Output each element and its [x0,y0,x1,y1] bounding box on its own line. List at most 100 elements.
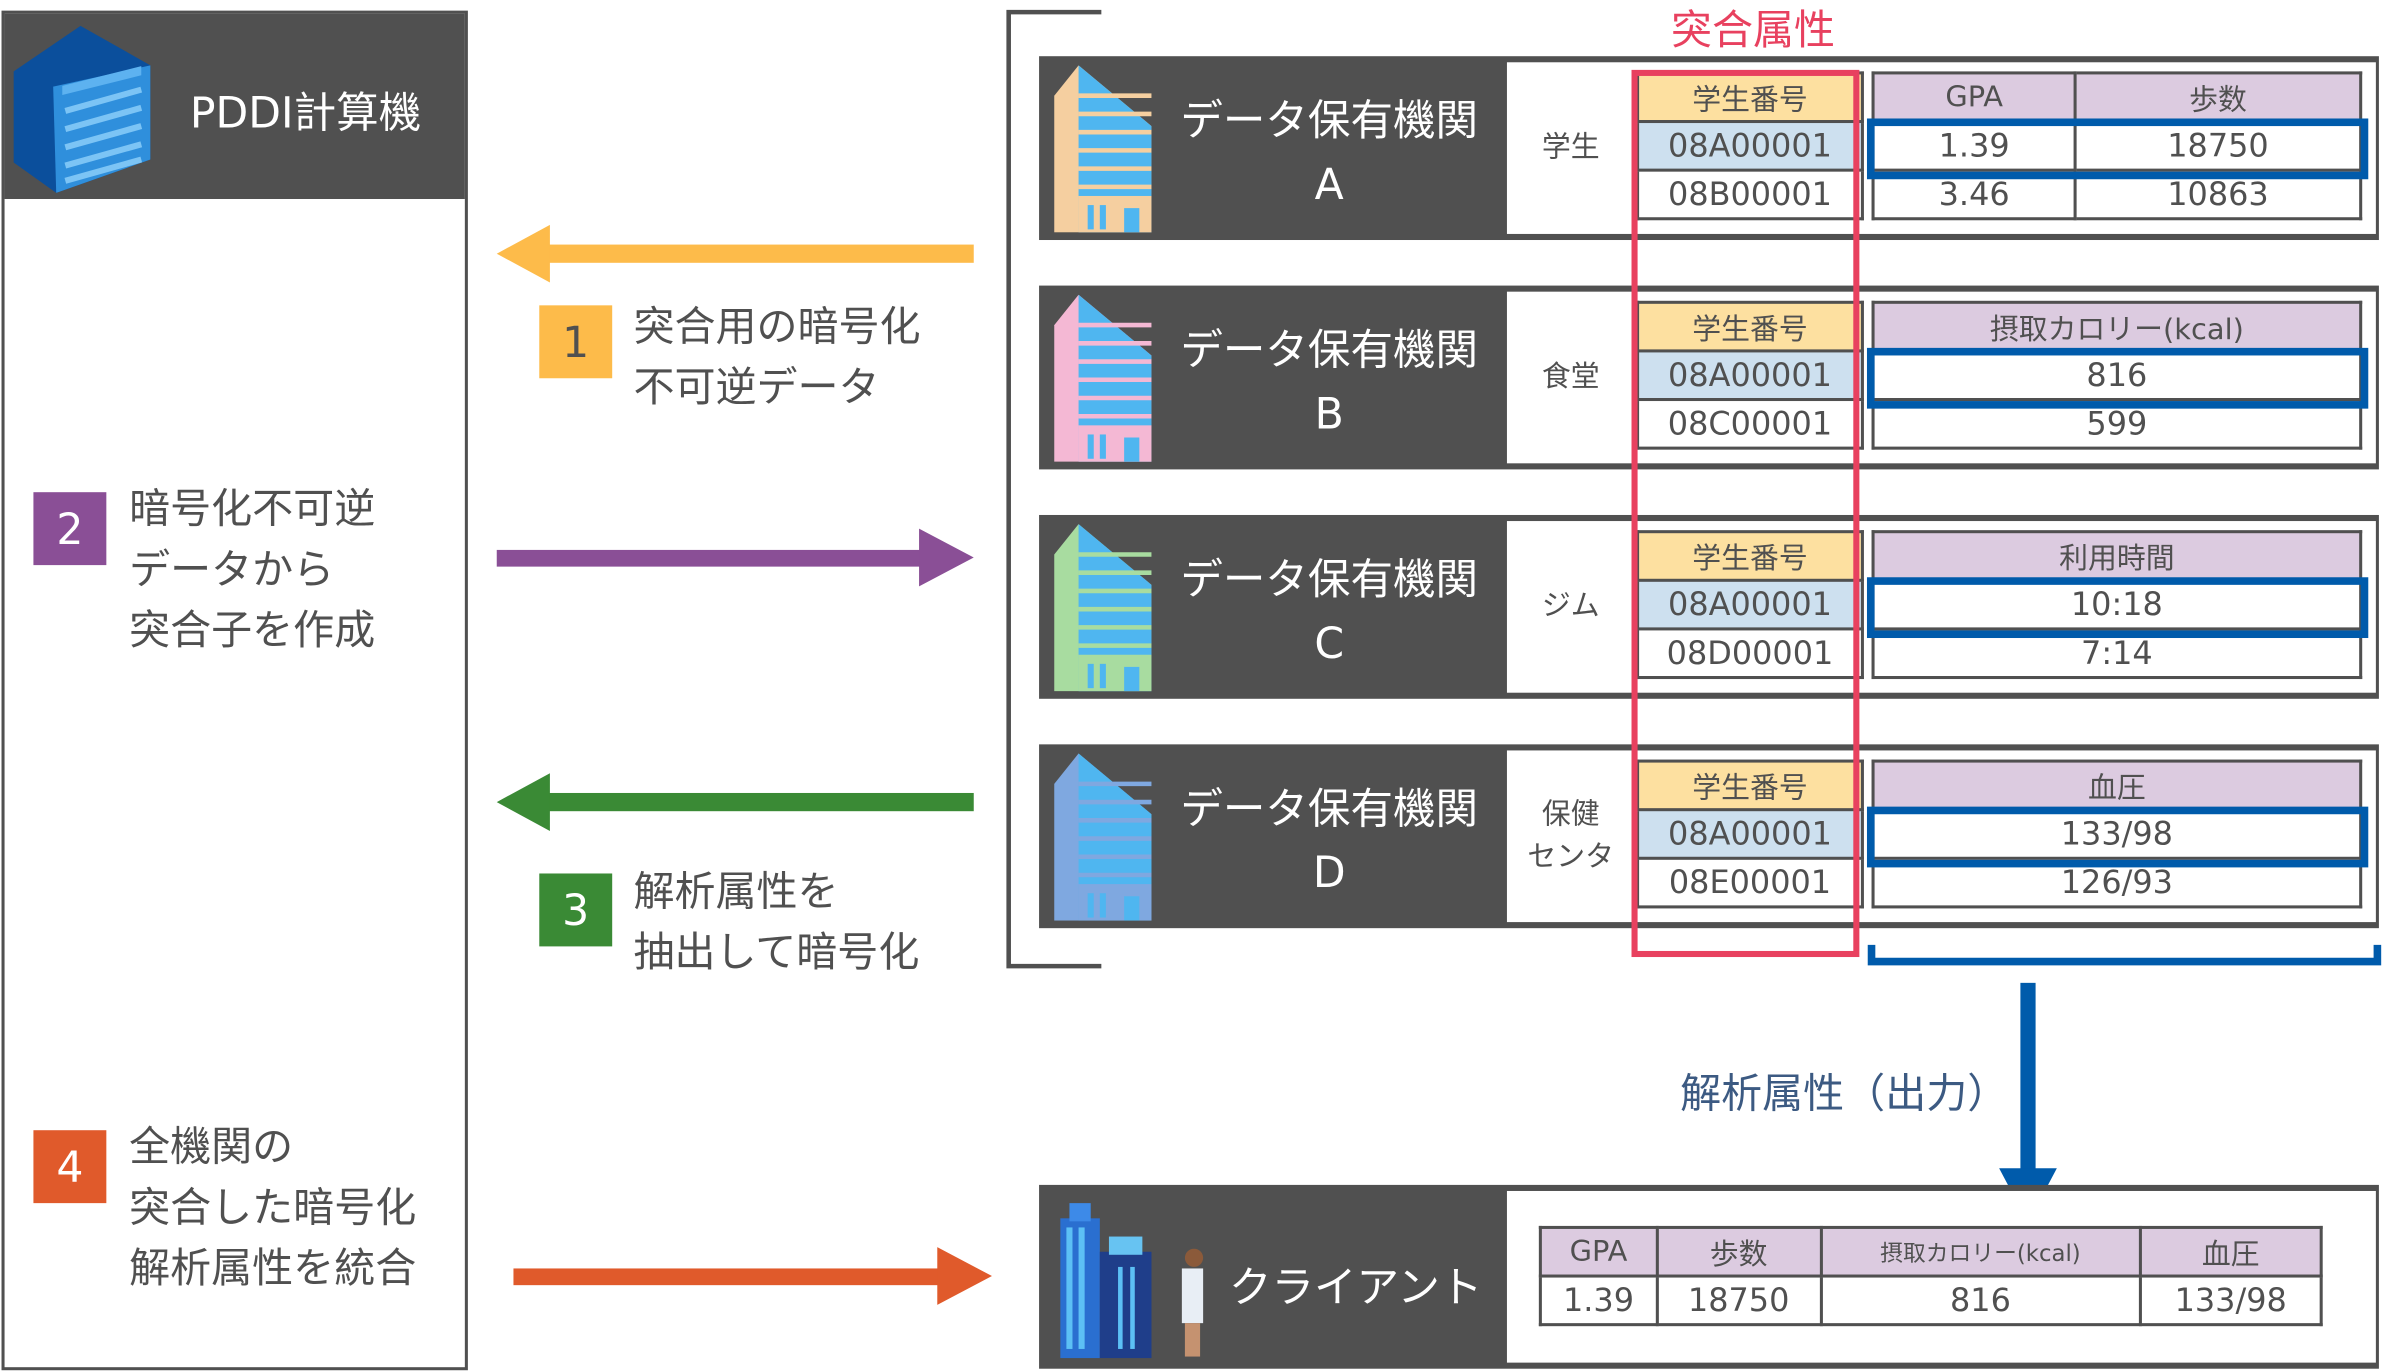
key-table: 学生番号 08A00001 08C00001 [1636,300,1864,450]
institution-title: データ保有機関 D [1161,778,1498,906]
header-cell: 歩数 [2073,71,2363,124]
key-table: 学生番号 08A00001 08D00001 [1636,530,1864,680]
table-row: 08A00001 [1636,349,1864,402]
value-cell: 816 [1819,1274,2142,1327]
step-4-badge: 4 [33,1130,107,1204]
table-row: 08E00001 [1636,856,1864,909]
step-1-line: 不可逆データ [633,364,880,412]
client-table: GPA 歩数 摂取カロリー(kcal) 血圧 1.39 18750 816 13… [1538,1225,2323,1327]
key-cell: 08A00001 [1636,120,1864,172]
key-cell: 08E00001 [1636,856,1864,909]
key-cell: 08D00001 [1636,627,1864,680]
step-3-line: 解析属性を [633,868,839,917]
step-4-line: 突合した暗号化 [129,1184,417,1232]
output-label: 解析属性（出力） [1680,1070,2009,1119]
institution-name: データ保有機関 [1180,783,1479,834]
table-row: 816 [1871,349,2363,402]
match-attribute-highlight [1631,69,1860,958]
institution-name: データ保有機関 [1180,325,1479,376]
table-row: 08A00001 [1636,120,1864,172]
table-row: 133/98 [1871,808,2363,860]
table-row: 08C00001 [1636,398,1864,450]
output-highlight-c [1866,577,2369,639]
header-cell: 血圧 [2138,1225,2323,1278]
key-cell: 08A00001 [1636,578,1864,631]
header-cell: 摂取カロリー(kcal) [1871,300,2363,353]
table-row: 1.39 18750 816 133/98 [1538,1274,2323,1327]
key-table: 学生番号 08A00001 08B00001 [1636,71,1864,221]
step-1-line: 突合用の暗号化 [633,303,921,351]
institutions-bracket [1006,9,1102,969]
step-2-line: 暗号化不可逆 [129,486,376,534]
header-cell: 歩数 [1655,1225,1823,1278]
table-header-row: 摂取カロリー(kcal) [1871,300,2363,353]
header-cell: GPA [1538,1225,1659,1278]
building-icon [1054,65,1152,233]
value-cell: 18750 [2073,120,2363,172]
table-header-row: 学生番号 [1636,759,1864,812]
institution-label: 食堂 [1513,355,1628,398]
table-row: 08D00001 [1636,627,1864,680]
value-cell: 1.39 [1871,120,2077,172]
client-row: クライアント GPA 歩数 摂取カロリー(kcal) 血圧 1.39 18750… [1039,1184,2379,1369]
client-building-icon [1060,1203,1204,1359]
institution-letter: A [1314,159,1344,210]
value-cell: 18750 [1655,1274,1823,1327]
institution-label-line: ジム [1541,589,1600,623]
institution-label: 学生 [1513,126,1628,169]
output-highlight-b [1866,347,2369,409]
table-header-row: GPA 歩数 摂取カロリー(kcal) 血圧 [1538,1225,2323,1278]
table-header-row: 学生番号 [1636,530,1864,582]
key-header-cell: 学生番号 [1636,530,1864,582]
step-3-line: 抽出して暗号化 [633,929,920,977]
key-cell: 08A00001 [1636,808,1864,860]
output-highlight-a [1866,118,2369,180]
step-3-badge: 3 [539,873,613,947]
table-row: 08B00001 [1636,168,1864,221]
institution-letter: D [1312,847,1346,898]
institution-label-line: センタ [1527,840,1615,874]
institution-label-line: 食堂 [1541,360,1600,394]
client-title: クライアント [1228,1262,1483,1313]
building-icon [1054,524,1152,692]
header-cell: GPA [1871,71,2077,124]
value-cell: 816 [1871,349,2363,402]
key-header-cell: 学生番号 [1636,71,1864,124]
arrow-left-yellow [496,224,974,283]
key-table: 学生番号 08A00001 08E00001 [1636,759,1864,909]
key-header-cell: 学生番号 [1636,300,1864,353]
institution-letter: C [1314,618,1345,669]
table-row: 08A00001 [1636,578,1864,631]
server-rack-icon [13,25,151,193]
institution-label: ジム [1513,585,1628,628]
step-1-text: 突合用の暗号化不可逆データ [633,298,920,420]
institution-label-line: 学生 [1541,130,1600,165]
output-highlight-d [1866,806,2369,868]
step-3-text: 解析属性を抽出して暗号化 [633,863,919,985]
arrow-left-green [496,773,974,831]
table-row: 08A00001 [1636,808,1864,860]
key-cell: 08B00001 [1636,168,1864,221]
arrow-right-orange [513,1247,992,1305]
table-header-row: 利用時間 [1871,530,2363,582]
step-2-text: 暗号化不可逆データから突合子を作成 [129,480,375,662]
pddi-header: PDDI計算機 [4,13,465,200]
institution-label: 保健センタ [1513,793,1628,878]
key-header-cell: 学生番号 [1636,759,1864,812]
building-icon [1054,753,1152,921]
key-cell: 08A00001 [1636,349,1864,402]
step-2-line: 突合子を作成 [129,607,376,655]
output-bracket [1867,944,2382,966]
step-4-text: 全機関の突合した暗号化解析属性を統合 [129,1118,416,1300]
arrow-right-purple [496,528,974,587]
institution-label-line: 保健 [1541,797,1600,831]
table-header-row: 学生番号 [1636,300,1864,353]
